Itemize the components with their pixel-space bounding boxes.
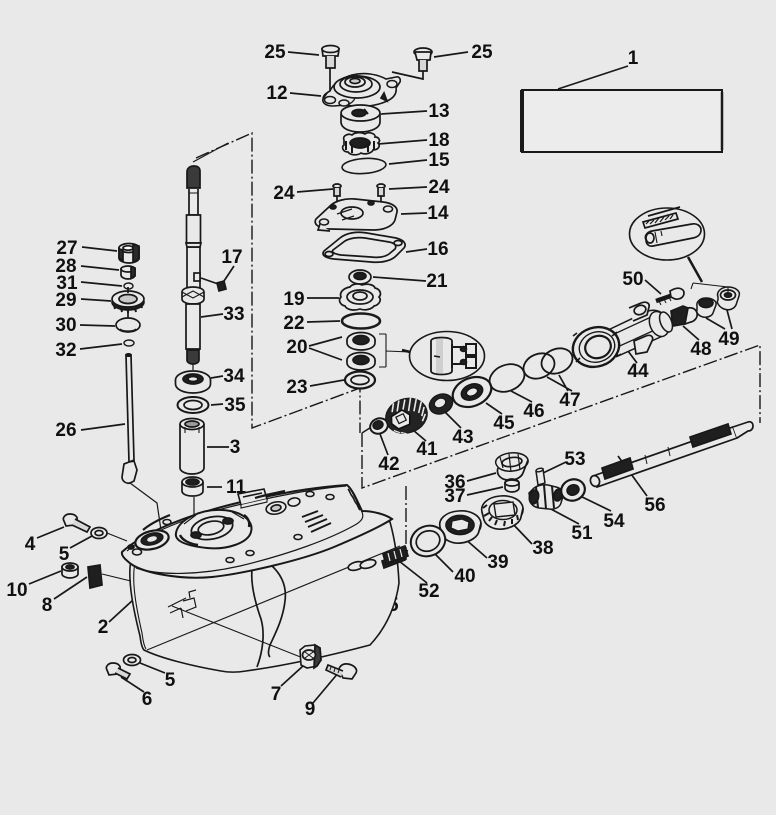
svg-text:7: 7 (271, 684, 282, 705)
svg-text:22: 22 (283, 313, 304, 334)
svg-text:36: 36 (444, 472, 465, 493)
svg-text:14: 14 (427, 203, 449, 224)
svg-text:35: 35 (224, 395, 246, 416)
svg-text:30: 30 (55, 315, 76, 336)
svg-text:45: 45 (493, 413, 515, 434)
svg-text:54: 54 (603, 511, 625, 532)
svg-text:16: 16 (427, 239, 448, 260)
svg-text:29: 29 (55, 290, 76, 311)
svg-text:28: 28 (55, 256, 76, 277)
svg-text:56: 56 (644, 495, 665, 516)
svg-text:50: 50 (622, 269, 643, 290)
svg-text:44: 44 (627, 361, 649, 382)
svg-text:15: 15 (428, 150, 450, 171)
svg-text:8: 8 (42, 595, 53, 616)
svg-text:17: 17 (221, 247, 242, 268)
svg-text:21: 21 (426, 271, 448, 292)
svg-text:46: 46 (523, 401, 544, 422)
svg-text:4: 4 (25, 534, 36, 555)
svg-text:3: 3 (230, 437, 241, 458)
svg-text:31: 31 (56, 273, 78, 294)
svg-text:18: 18 (428, 130, 449, 151)
svg-text:39: 39 (487, 552, 508, 573)
svg-text:10: 10 (6, 580, 27, 601)
svg-text:13: 13 (428, 101, 449, 122)
svg-text:25: 25 (264, 42, 286, 63)
svg-text:1: 1 (628, 48, 639, 69)
svg-text:24: 24 (428, 177, 450, 198)
svg-text:38: 38 (532, 538, 553, 559)
svg-text:40: 40 (454, 566, 475, 587)
svg-text:53: 53 (564, 449, 585, 470)
svg-text:43: 43 (452, 427, 473, 448)
svg-text:23: 23 (286, 377, 307, 398)
svg-text:52: 52 (418, 581, 439, 602)
svg-text:5: 5 (165, 670, 176, 691)
svg-text:20: 20 (286, 337, 307, 358)
svg-text:25: 25 (471, 42, 493, 63)
svg-text:12: 12 (266, 83, 287, 104)
svg-text:51: 51 (571, 523, 593, 544)
svg-text:47: 47 (559, 390, 580, 411)
svg-text:42: 42 (378, 454, 399, 475)
svg-text:24: 24 (273, 183, 295, 204)
svg-text:5: 5 (59, 544, 70, 565)
svg-text:41: 41 (416, 439, 438, 460)
svg-text:2: 2 (98, 617, 109, 638)
svg-text:37: 37 (444, 486, 465, 507)
svg-text:33: 33 (223, 304, 244, 325)
svg-text:49: 49 (718, 329, 739, 350)
svg-text:32: 32 (55, 340, 76, 361)
svg-text:27: 27 (56, 238, 77, 259)
svg-text:6: 6 (142, 689, 153, 710)
svg-text:48: 48 (690, 339, 711, 360)
svg-text:9: 9 (305, 699, 316, 720)
svg-text:26: 26 (55, 420, 76, 441)
svg-text:19: 19 (283, 289, 304, 310)
svg-text:34: 34 (223, 366, 245, 387)
